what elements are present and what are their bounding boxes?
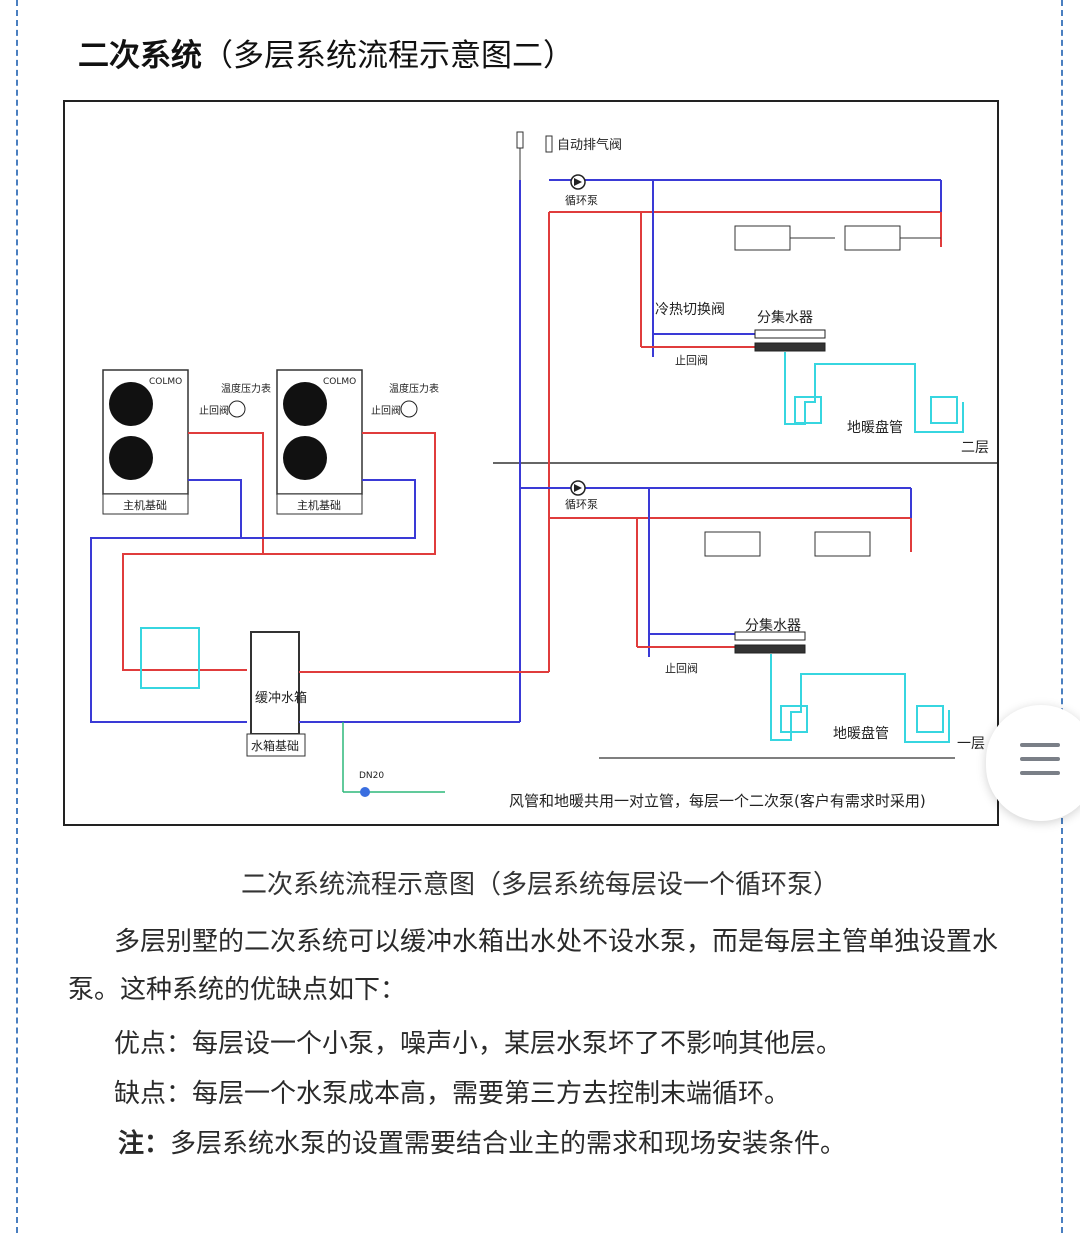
upper-manifold-label: 分集水器 [757,309,813,326]
tp-gauge-2 [400,400,418,418]
check-valve-1-label: 止回阀 [199,404,229,417]
section-heading: 二次系统（多层系统流程示意图二） [78,30,574,75]
dn20-label: DN20 [359,771,384,781]
floating-menu-button[interactable] [986,705,1080,821]
fan-coil-lower-1 [704,531,761,557]
base-2-label: 主机基础 [297,498,341,512]
lower-pump-label: 循环泵 [565,498,598,511]
note-text: 多层系统水泵的设置需要结合业主的需求和现场安装条件。 [170,1129,847,1159]
vent-valve-2 [545,135,553,153]
brand-2: COLMO [323,377,356,387]
unit-supply-loop [122,432,264,671]
buffer-tank-label: 缓冲水箱 [255,690,307,706]
tank-base-label: 水箱基础 [251,738,299,753]
lower-check-label: 止回阀 [665,661,698,675]
bypass-valve-box [140,627,200,689]
lower-floor-coil [770,654,950,743]
upper-manifold-bottom [754,342,826,352]
intro-paragraph: 多层别墅的二次系统可以缓冲水箱出水处不设水泵，而是每层主管单独设置水泵。这种系统… [68,927,999,1005]
auto-vent-label: 自动排气阀 [557,137,622,153]
tp-gauge-1-label: 温度压力表 [221,382,271,395]
buffer-tank [250,631,300,735]
bottom-note: 风管和地暖共用一对立管，每层一个二次泵(客户有需求时采用) [509,792,926,810]
lower-manifold-label: 分集水器 [745,617,801,634]
floor-two-label: 二层 [961,440,989,456]
system-flow-diagram: 自动排气阀 循环泵 冷热切换阀 分集水器 止回阀 地暖盘管 二层 循环泵 分集水… [63,100,999,826]
brand-1: COLMO [149,377,182,387]
tp-gauge-1 [228,400,246,418]
fan-coil-upper-2 [844,225,901,251]
tp-gauge-2-label: 温度压力表 [389,382,439,395]
floor-one-label: 一层 [957,736,985,752]
check-valve-2-label: 止回阀 [371,404,401,417]
left-dashed-border [16,0,18,1233]
heading-bold: 二次系统 [78,38,202,74]
fan-coil-lower-2 [814,531,871,557]
heading-rest: （多层系统流程示意图二） [202,38,574,74]
diagram-caption: 二次系统流程示意图（多层系统每层设一个循环泵） [240,870,839,900]
upper-floor-coil-label: 地暖盘管 [847,419,903,436]
advantages-line: 优点：每层设一个小泵，噪声小，某层水泵坏了不影响其他层。 [114,1029,843,1059]
note-line: 注：多层系统水泵的设置需要结合业主的需求和现场安装条件。 [118,1120,1048,1168]
switch-valve-label: 冷热切换阀 [655,301,725,318]
upper-check-label: 止回阀 [675,353,708,367]
makeup-valve-icon [360,787,370,797]
right-dashed-border [1061,0,1063,1233]
diagram-svg: 自动排气阀 循环泵 冷热切换阀 分集水器 止回阀 地暖盘管 二层 循环泵 分集水… [90,131,997,810]
unit-base-2 [276,493,363,515]
vent-valve-1 [516,131,524,149]
lower-floor-coil-label: 地暖盘管 [833,725,889,742]
unit-return-loop [90,479,247,723]
base-1-label: 主机基础 [123,498,167,512]
fan-coil-upper-1 [734,225,791,251]
unit-base-1 [102,493,189,515]
upper-manifold-top [754,329,826,339]
note-label: 注： [118,1129,171,1159]
tank-base [246,733,306,757]
disadvantages-line: 缺点：每层一个水泵成本高，需要第三方去控制末端循环。 [114,1079,791,1109]
menu-icon [1020,743,1060,785]
upper-pump-label: 循环泵 [565,194,598,207]
